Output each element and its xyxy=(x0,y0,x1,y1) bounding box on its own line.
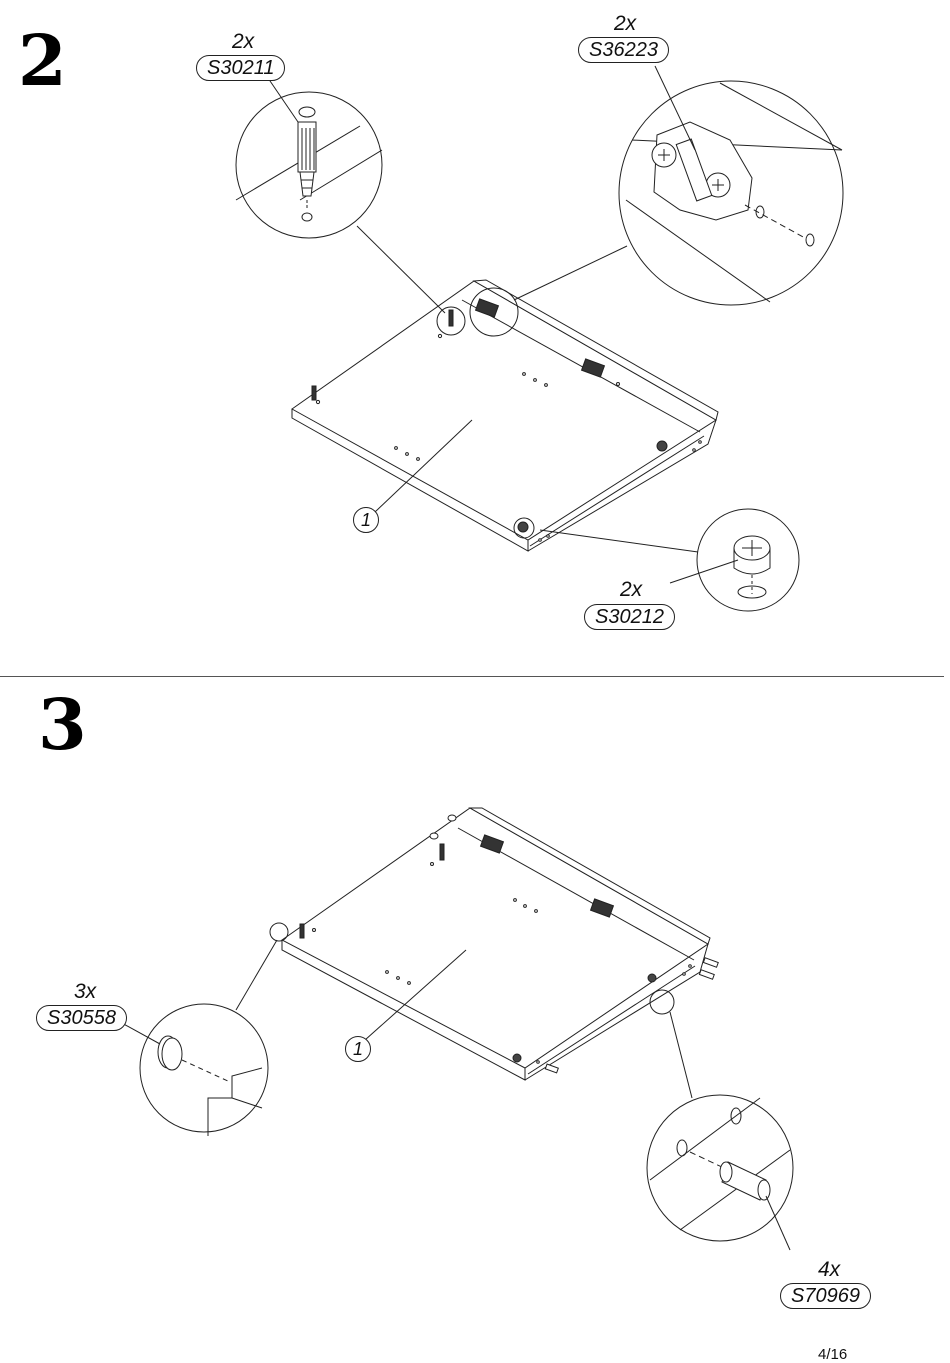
cap-icon xyxy=(157,1035,183,1071)
step-3-panel-drawing xyxy=(119,807,794,1251)
part-code-label: S36223 xyxy=(578,37,669,63)
dowel-pin-icon xyxy=(719,1161,771,1201)
step-number: 3 xyxy=(38,683,87,766)
part-code-label: S30211 xyxy=(196,55,286,81)
cam-lock-icon xyxy=(517,521,529,533)
hinge-plate-icon xyxy=(651,121,753,221)
callout-quantity: 4x xyxy=(818,1258,841,1281)
part-code-label: S70969 xyxy=(780,1283,871,1309)
dowel-icon xyxy=(311,309,454,401)
callout-quantity: 2x xyxy=(620,578,643,601)
part-number-label: 1 xyxy=(345,1036,371,1062)
part-code-label: S30558 xyxy=(36,1005,127,1031)
dowel-icon xyxy=(299,843,445,939)
step-2-panel-drawing xyxy=(235,65,844,612)
step-divider xyxy=(0,676,944,677)
part-code-label: S30212 xyxy=(584,604,675,630)
hinge-icon xyxy=(474,298,606,378)
cam-lock-icon xyxy=(656,440,668,452)
step-number: 2 xyxy=(18,19,67,102)
callout-quantity: 2x xyxy=(232,30,255,53)
callout-quantity: 3x xyxy=(74,980,97,1003)
cam-icon xyxy=(733,535,771,575)
part-number-label: 1 xyxy=(353,507,379,533)
hinge-icon xyxy=(479,834,615,918)
callout-quantity: 2x xyxy=(614,12,637,35)
bolt-icon xyxy=(297,106,317,197)
page-number: 4/16 xyxy=(818,1346,848,1363)
